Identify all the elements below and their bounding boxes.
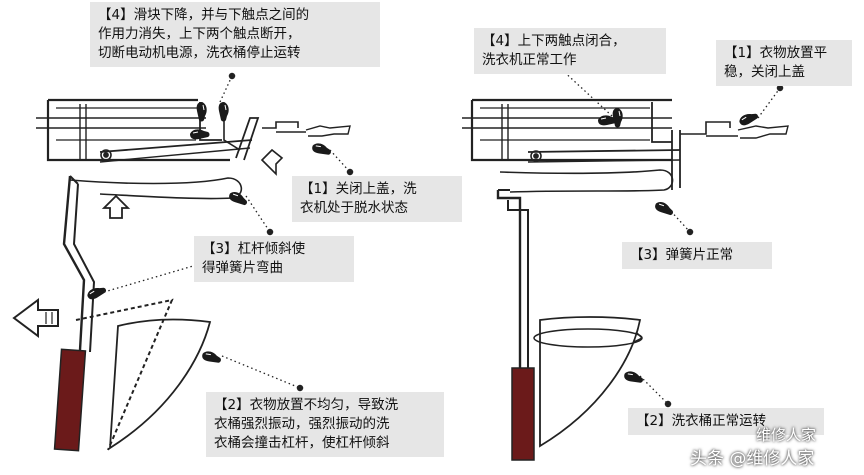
callout-line: 衣机处于脱水状态 [300, 200, 408, 216]
callout-line: 【1】衣物放置平 [724, 45, 828, 61]
left-mechanism [36, 98, 351, 452]
callout-line: 【4】滑块下降，并与下触点之间的 [98, 7, 310, 23]
callout-line: 得弹簧片弯曲 [202, 260, 283, 276]
callout-line: 【2】衣物放置不均匀，导致洗 [214, 397, 399, 413]
callout-line: 切断电动机电源，洗衣桶停止运转 [98, 45, 301, 61]
right-leader-lines [556, 64, 784, 408]
right-callout-step4: 【4】上下两触点闭合， 洗衣机正常工作 [474, 28, 666, 74]
arrow-left-icon [12, 298, 59, 338]
callout-line: 稳，关闭上盖 [724, 64, 805, 80]
callout-line: 【1】关闭上盖，洗 [300, 181, 417, 197]
right-callout-step1: 【1】衣物放置平 稳，关闭上盖 [716, 40, 852, 86]
watermark-bottom: 头条 @维修人家 [690, 449, 815, 469]
left-callout-step1: 【1】关闭上盖，洗 衣机处于脱水状态 [292, 176, 462, 222]
right-callout-step2: 【2】洗衣桶正常运转 [628, 408, 824, 435]
callout-line: 【3】杠杆倾斜使 [202, 241, 306, 257]
callout-line: 【2】洗衣桶正常运转 [636, 413, 767, 429]
callout-line: 【3】弹簧片正常 [630, 247, 734, 263]
callout-line: 洗衣机正常工作 [482, 52, 577, 68]
arrow-up-icon [101, 194, 131, 219]
left-callout-step2: 【2】衣物放置不均匀，导致洗 衣桶强烈振动，强烈振动的洗 衣桶会撞击杠杆，使杠杆… [206, 392, 444, 457]
callout-line: 衣桶会撞击杠杆，使杠杆倾斜 [214, 435, 390, 451]
left-callout-step4: 【4】滑块下降，并与下触点之间的 作用力消失，上下两个触点断开， 切断电动机电源… [90, 2, 380, 67]
callout-line: 衣桶强烈振动，强烈振动的洗 [214, 416, 390, 432]
arrow-down-right-icon [260, 148, 284, 176]
left-leader-lines [103, 72, 354, 392]
left-callout-step3: 【3】杠杆倾斜使 得弹簧片弯曲 [194, 236, 354, 282]
rotation-arrow-icon [533, 328, 643, 348]
callout-line: 作用力消失，上下两个触点断开， [98, 26, 301, 42]
watermark-top: 维修人家 [756, 426, 817, 444]
right-callout-step3: 【3】弹簧片正常 [622, 242, 772, 269]
right-mechanism [462, 98, 789, 461]
callout-line: 【4】上下两触点闭合， [482, 33, 626, 49]
